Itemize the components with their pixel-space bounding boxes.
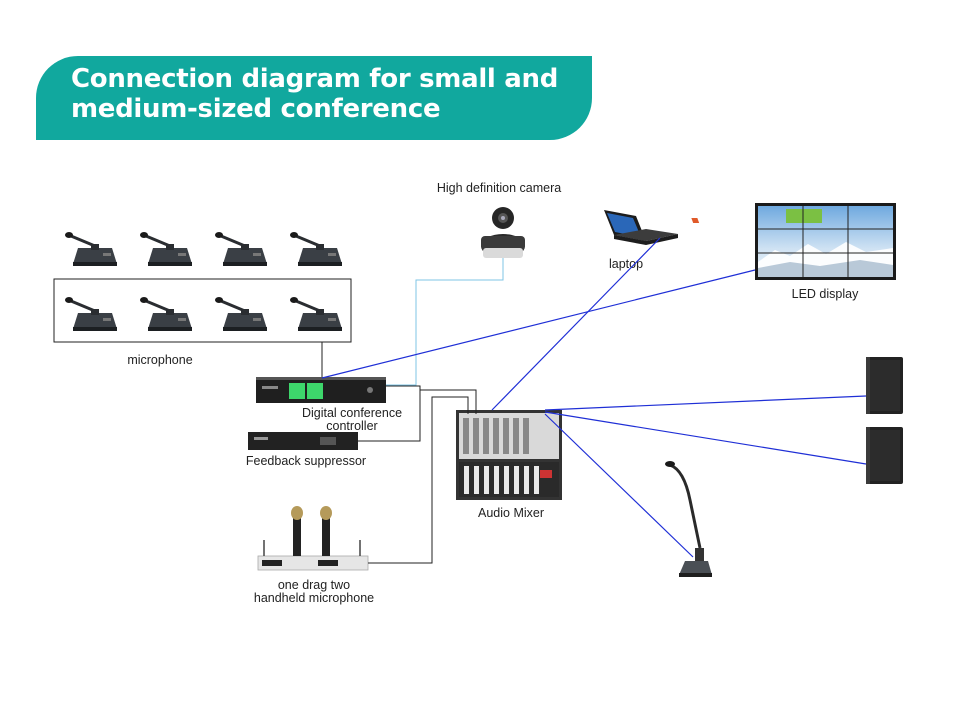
controller-label-line-2: controller (326, 419, 377, 433)
title-banner (36, 56, 592, 140)
feedback-label: Feedback suppressor (246, 454, 366, 468)
handheld-label-line-1: one drag two (278, 578, 350, 592)
signal-lines (321, 237, 867, 558)
speaker-icon (866, 357, 903, 414)
handheld-microphone-icon (257, 506, 369, 571)
conference-microphone-array (63, 230, 344, 333)
led-display-icon (755, 203, 896, 280)
controller-label-line-1: Digital conference (302, 406, 402, 420)
microphone-label: microphone (127, 353, 192, 367)
title-line-2: medium-sized conference (71, 94, 441, 124)
mixer-label: Audio Mixer (478, 506, 544, 520)
diagram-title: Connection diagram for small and medium-… (71, 64, 591, 124)
microphone-wiring (53, 278, 352, 378)
speaker-icon (866, 427, 903, 484)
title-line-1: Connection diagram for small and (71, 64, 559, 94)
feedback-suppressor-icon (248, 432, 358, 450)
controller-icon (256, 377, 386, 403)
camera-label: High definition camera (437, 181, 561, 195)
handheld-label-line-2: handheld microphone (254, 591, 374, 605)
camera-connection-line (386, 258, 504, 386)
laptop-label: laptop (609, 257, 643, 271)
audio-wiring (358, 385, 477, 564)
gooseneck-microphone-icon (665, 461, 712, 577)
led-display-label: LED display (792, 287, 859, 301)
camera-icon (481, 207, 525, 258)
audio-mixer-icon (456, 410, 562, 500)
laptop-icon (604, 210, 700, 245)
